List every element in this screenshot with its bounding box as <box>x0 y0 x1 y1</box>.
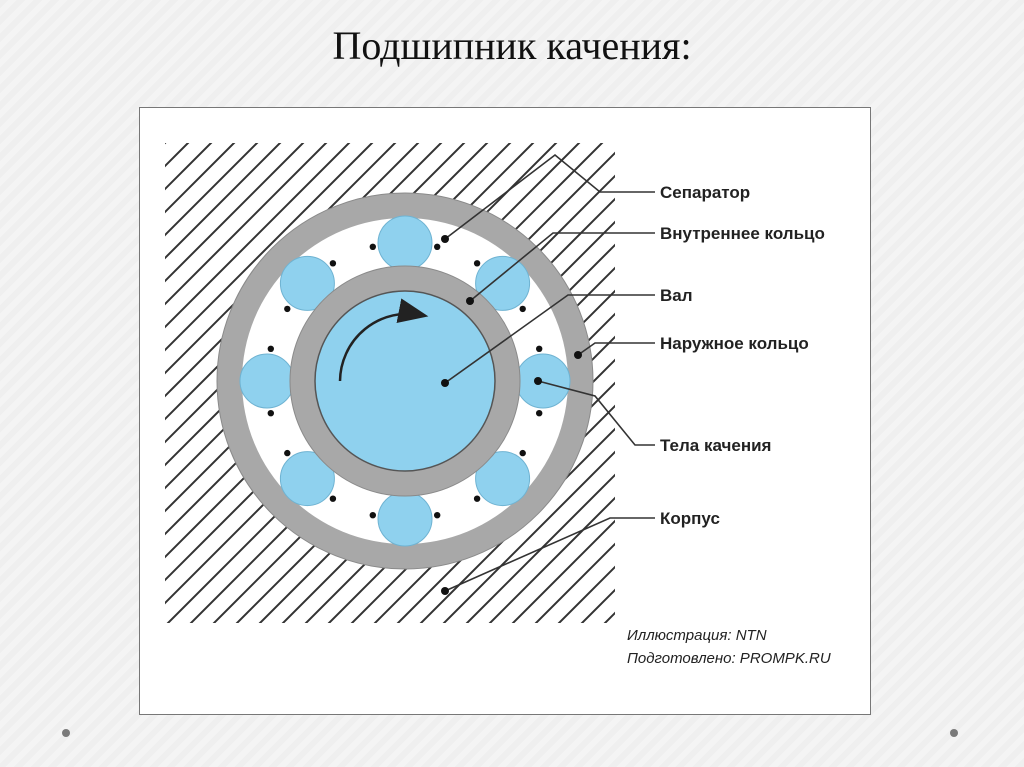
hatch-line <box>488 496 615 623</box>
hatch-line <box>534 542 615 623</box>
hatch-line <box>165 143 305 283</box>
leader-dot-housing <box>441 587 449 595</box>
separator-dot <box>267 410 274 417</box>
separator-dot <box>369 512 376 519</box>
separator-dot <box>519 305 526 313</box>
leader-dot-outer-ring <box>574 351 582 359</box>
hatch-line <box>165 143 167 145</box>
hatch-line <box>165 143 190 168</box>
hatch-line <box>165 143 328 306</box>
separator-dot <box>267 345 274 352</box>
hatch-line <box>511 519 615 623</box>
rolling-ball <box>377 215 433 271</box>
slide-corner-dot-right <box>950 729 958 737</box>
separator-dot <box>434 243 441 250</box>
hatch-line <box>580 588 615 623</box>
separator-dot <box>536 410 543 417</box>
leader-dot-shaft <box>441 379 449 387</box>
hatch-line <box>465 473 615 623</box>
label-outer-ring: Наружное кольцо <box>660 334 809 353</box>
rolling-ball <box>279 451 335 507</box>
rotation-arrow <box>338 298 429 382</box>
hatch-line <box>165 143 259 237</box>
credit-prepared: Подготовлено: PROMPK.RU <box>627 650 831 667</box>
hatch-line <box>165 143 282 260</box>
rolling-elements <box>239 215 571 547</box>
label-separator: Сепаратор <box>660 183 750 202</box>
leader-dot-inner-ring <box>466 297 474 305</box>
leader-inner-ring <box>469 232 655 302</box>
leader-separator <box>444 153 655 240</box>
hatch-line <box>419 427 615 623</box>
separator-dot <box>284 449 291 457</box>
rolling-ball <box>279 255 335 311</box>
hatch-line <box>557 565 615 623</box>
leader-housing <box>444 517 655 592</box>
separator-dot <box>473 495 481 502</box>
separator-dot <box>434 512 441 519</box>
rolling-ball <box>475 255 531 311</box>
leader-shaft <box>444 294 655 384</box>
bearing-diagram: Сепаратор Внутреннее кольцо Вал Наружное… <box>139 107 871 715</box>
label-inner-ring: Внутреннее кольцо <box>660 224 825 243</box>
leader-rolling-elements <box>537 380 655 446</box>
leader-outer-ring <box>577 342 655 356</box>
credit-illustration: Иллюстрация: NTN <box>627 627 767 644</box>
separator-dot <box>329 495 337 502</box>
hatch-line <box>165 143 351 329</box>
hatch-line <box>165 143 236 214</box>
label-shaft: Вал <box>660 286 693 305</box>
rolling-ball <box>239 353 295 409</box>
hatch-line <box>165 143 374 352</box>
separator-dot <box>519 449 526 457</box>
rolling-ball <box>475 451 531 507</box>
hatch-line <box>165 143 397 375</box>
label-housing: Корпус <box>660 509 720 528</box>
rolling-ball <box>377 491 433 547</box>
separator-dot <box>536 345 543 352</box>
rolling-ball <box>515 353 571 409</box>
separator-dot <box>284 305 291 313</box>
leader-dot-rolling-elements <box>534 377 542 385</box>
shaft <box>314 290 496 472</box>
separator-dot <box>473 260 481 267</box>
hatch-line <box>396 404 615 623</box>
separator-dot <box>369 243 376 250</box>
leader-dot-separator <box>441 235 449 243</box>
label-rolling-elements: Тела качения <box>660 436 771 455</box>
hatch-line <box>442 450 615 623</box>
slide-corner-dot-left <box>62 729 70 737</box>
separator-dot <box>329 260 337 267</box>
slide-title: Подшипник качения: <box>332 23 692 68</box>
